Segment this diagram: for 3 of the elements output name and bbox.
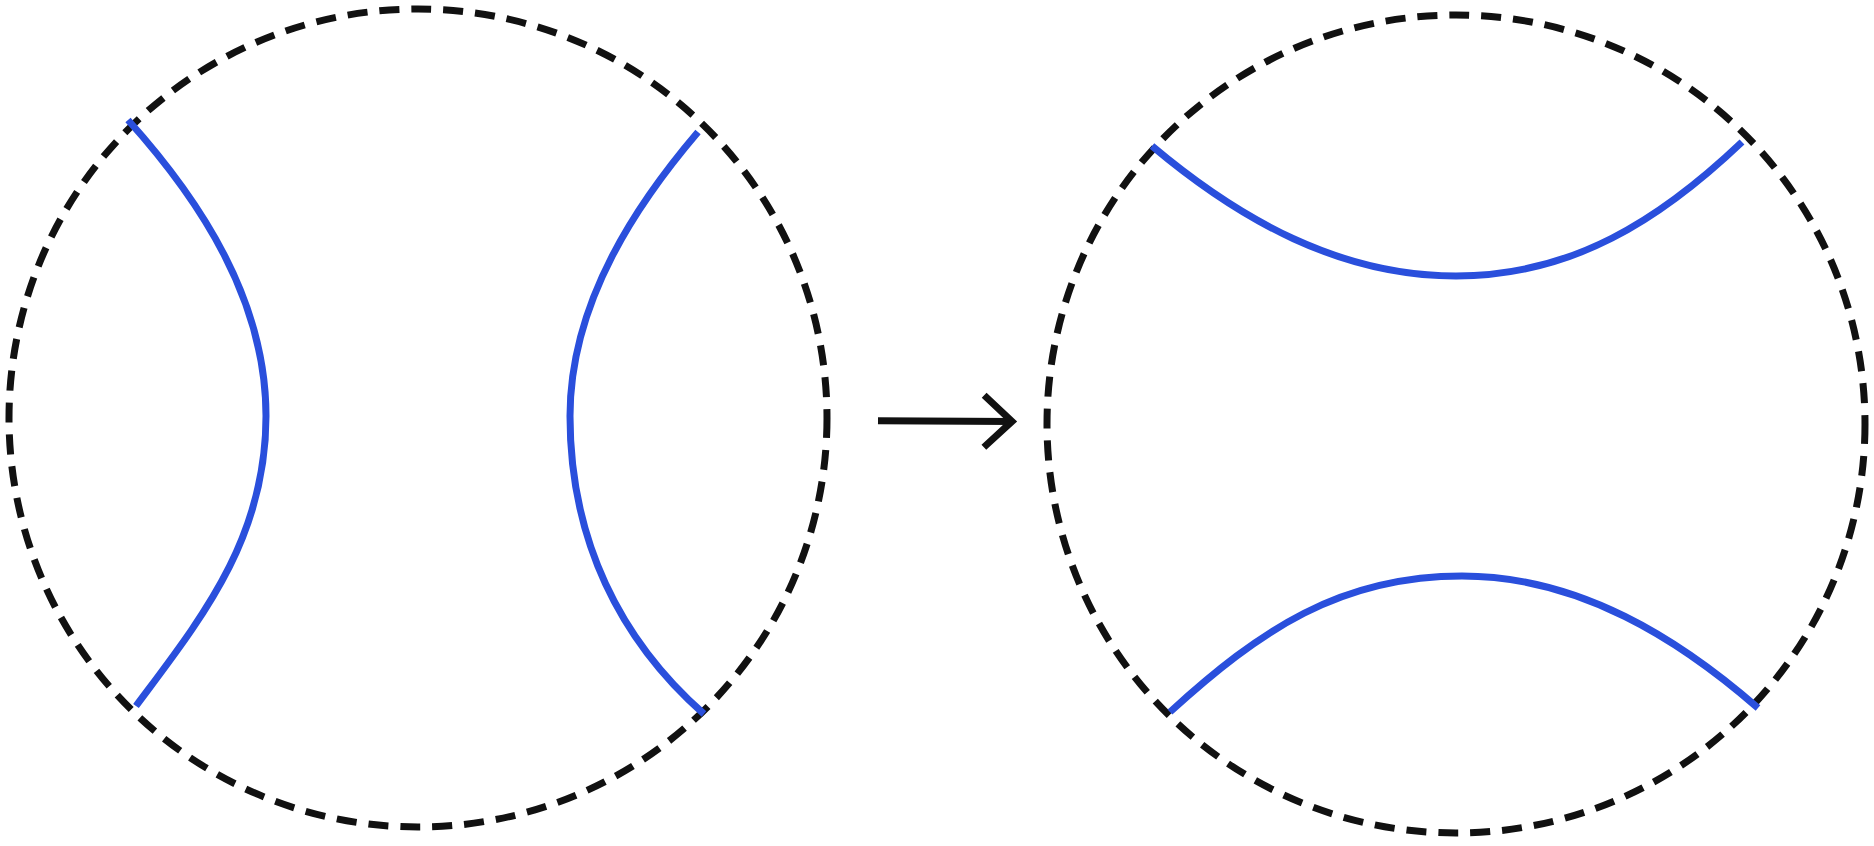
dashed-circle <box>1044 12 1868 836</box>
dashed-circle <box>6 6 830 830</box>
arrow <box>877 391 1016 451</box>
